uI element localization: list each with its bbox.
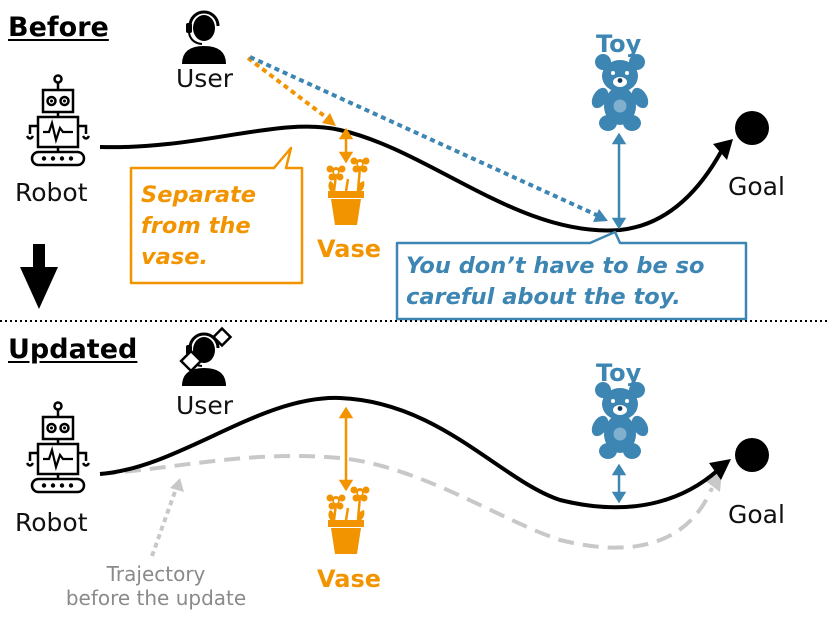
caption-pointer <box>150 478 184 557</box>
user-label-updated: User <box>176 391 233 420</box>
down-arrow-icon <box>20 244 58 309</box>
toy-feedback-bubble <box>395 230 748 321</box>
vase-feedback-line: vase. <box>141 244 209 270</box>
teddy-bear-icon-updated <box>588 382 652 459</box>
goal-icon <box>735 111 769 145</box>
trajectory-old <box>99 453 722 550</box>
vase-distance-arrow-updated <box>338 406 354 492</box>
vase-distance-arrow <box>338 127 354 164</box>
caption-line: before the update <box>65 586 247 610</box>
toy-feedback-text: You don’t have to be so careful about th… <box>406 251 704 313</box>
toy-distance-arrow <box>611 132 627 230</box>
vase-feedback-bubble <box>129 146 304 285</box>
teddy-bear-icon <box>588 54 652 131</box>
feedback-arrow-vase <box>246 56 336 126</box>
vase-icon-updated <box>325 485 371 556</box>
toy-feedback-line: You don’t have to be so <box>406 253 705 279</box>
vase-icon <box>325 156 371 227</box>
goal-label: Goal <box>728 172 785 201</box>
toy-feedback-line: careful about the toy. <box>406 284 681 310</box>
section-title-before: Before <box>8 12 109 43</box>
robot-icon <box>25 74 91 167</box>
robot-icon-updated <box>25 401 91 494</box>
toy-distance-arrow-updated <box>611 463 627 504</box>
robot-label: Robot <box>15 178 88 207</box>
section-title-updated: Updated <box>8 334 138 365</box>
old-trajectory-caption: Trajectory before the update <box>48 562 264 610</box>
caption-line: Trajectory <box>106 562 206 586</box>
vase-feedback-line: Separate <box>141 182 257 208</box>
user-label: User <box>176 64 233 93</box>
vase-label-updated: Vase <box>317 565 382 593</box>
feedback-arrow-toy <box>249 55 608 222</box>
trajectory-updated <box>99 395 731 510</box>
user-headset-icon <box>180 10 228 66</box>
goal-icon-updated <box>735 438 769 472</box>
user-updating-icon <box>179 326 233 388</box>
vase-label: Vase <box>317 235 382 263</box>
goal-label-updated: Goal <box>728 500 785 529</box>
trajectory-before <box>99 124 733 233</box>
toy-label: Toy <box>596 30 642 58</box>
vase-feedback-text: Separate from the vase. <box>141 180 256 273</box>
robot-label-updated: Robot <box>15 508 88 537</box>
toy-label-updated: Toy <box>596 359 642 387</box>
vase-feedback-line: from the <box>141 213 251 239</box>
